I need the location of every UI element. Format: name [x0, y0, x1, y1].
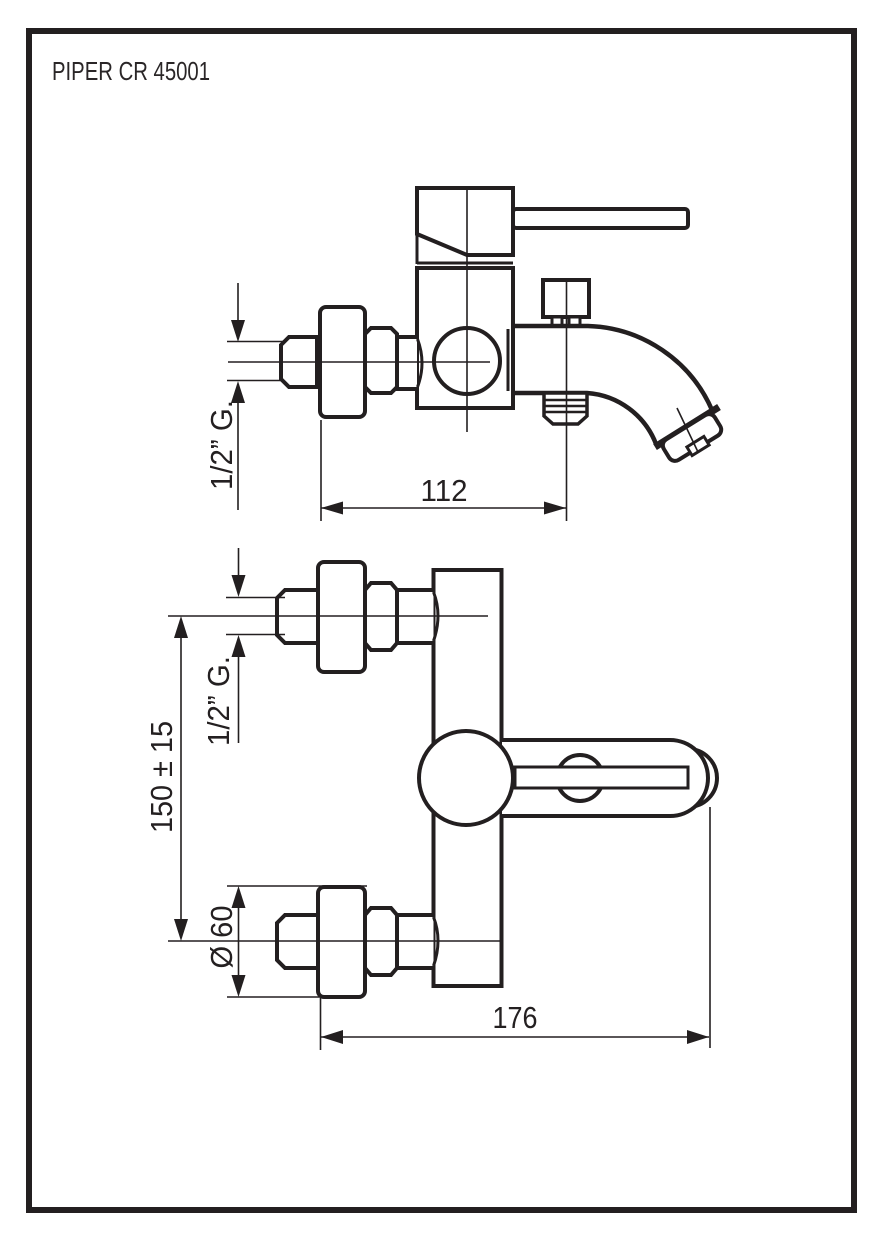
spout-bottom-curve — [513, 390, 659, 445]
dim-176-label: 176 — [493, 1000, 538, 1035]
lever-slot — [513, 765, 690, 790]
dim-thread-label: 1/2” G. — [204, 400, 239, 490]
dim-112-label: 112 — [421, 473, 468, 508]
upper-wall-connection — [275, 560, 440, 674]
page-border — [26, 28, 857, 1213]
side-view-drawing: 1/2” G. 112 — [204, 186, 724, 521]
dimension-150: 150 ± 15 — [144, 616, 188, 941]
inlet-pipe — [394, 335, 417, 391]
dim-arrow — [321, 501, 343, 515]
dim-arrow — [231, 635, 246, 657]
aerator — [684, 434, 712, 458]
dim-arrow — [321, 1030, 343, 1044]
dimension-flange-diameter: Ø 60 — [204, 885, 367, 998]
dim-arrow — [231, 886, 246, 908]
dimension-112: 112 — [320, 420, 566, 521]
handshower-outlet — [542, 391, 589, 426]
hex-nut — [363, 326, 399, 395]
dim-diameter-label: Ø 60 — [204, 906, 239, 969]
dim-thread-label: 1/2” G. — [201, 656, 236, 746]
dim-arrow — [231, 575, 246, 597]
cartridge-cap — [415, 186, 515, 257]
front-view-drawing: 150 ± 15 1/2” G. Ø 60 — [144, 548, 719, 1050]
dim-arrow — [174, 616, 188, 638]
product-code: PIPER CR 45001 — [52, 56, 210, 86]
wall-flange — [316, 885, 367, 999]
dim-arrow — [174, 919, 188, 941]
dim-arrow — [231, 381, 245, 403]
lower-wall-connection — [275, 885, 440, 999]
dim-150-label: 150 ± 15 — [144, 721, 179, 833]
dimension-176: 176 — [319, 807, 711, 1050]
dimension-thread-front: 1/2” G. — [201, 548, 285, 746]
ball-joint-top — [417, 729, 515, 827]
aerator-centerline — [676, 407, 699, 453]
pipe-joint-arc — [416, 338, 424, 388]
spout-top-curve — [513, 323, 715, 411]
dim-arrow — [544, 501, 566, 515]
dim-arrow — [231, 320, 245, 342]
dim-arrow — [687, 1030, 709, 1044]
dimension-thread-side: 1/2” G. — [204, 283, 284, 510]
wall-flange — [316, 560, 367, 674]
lever-handle — [511, 207, 690, 230]
dim-arrow — [231, 975, 246, 997]
